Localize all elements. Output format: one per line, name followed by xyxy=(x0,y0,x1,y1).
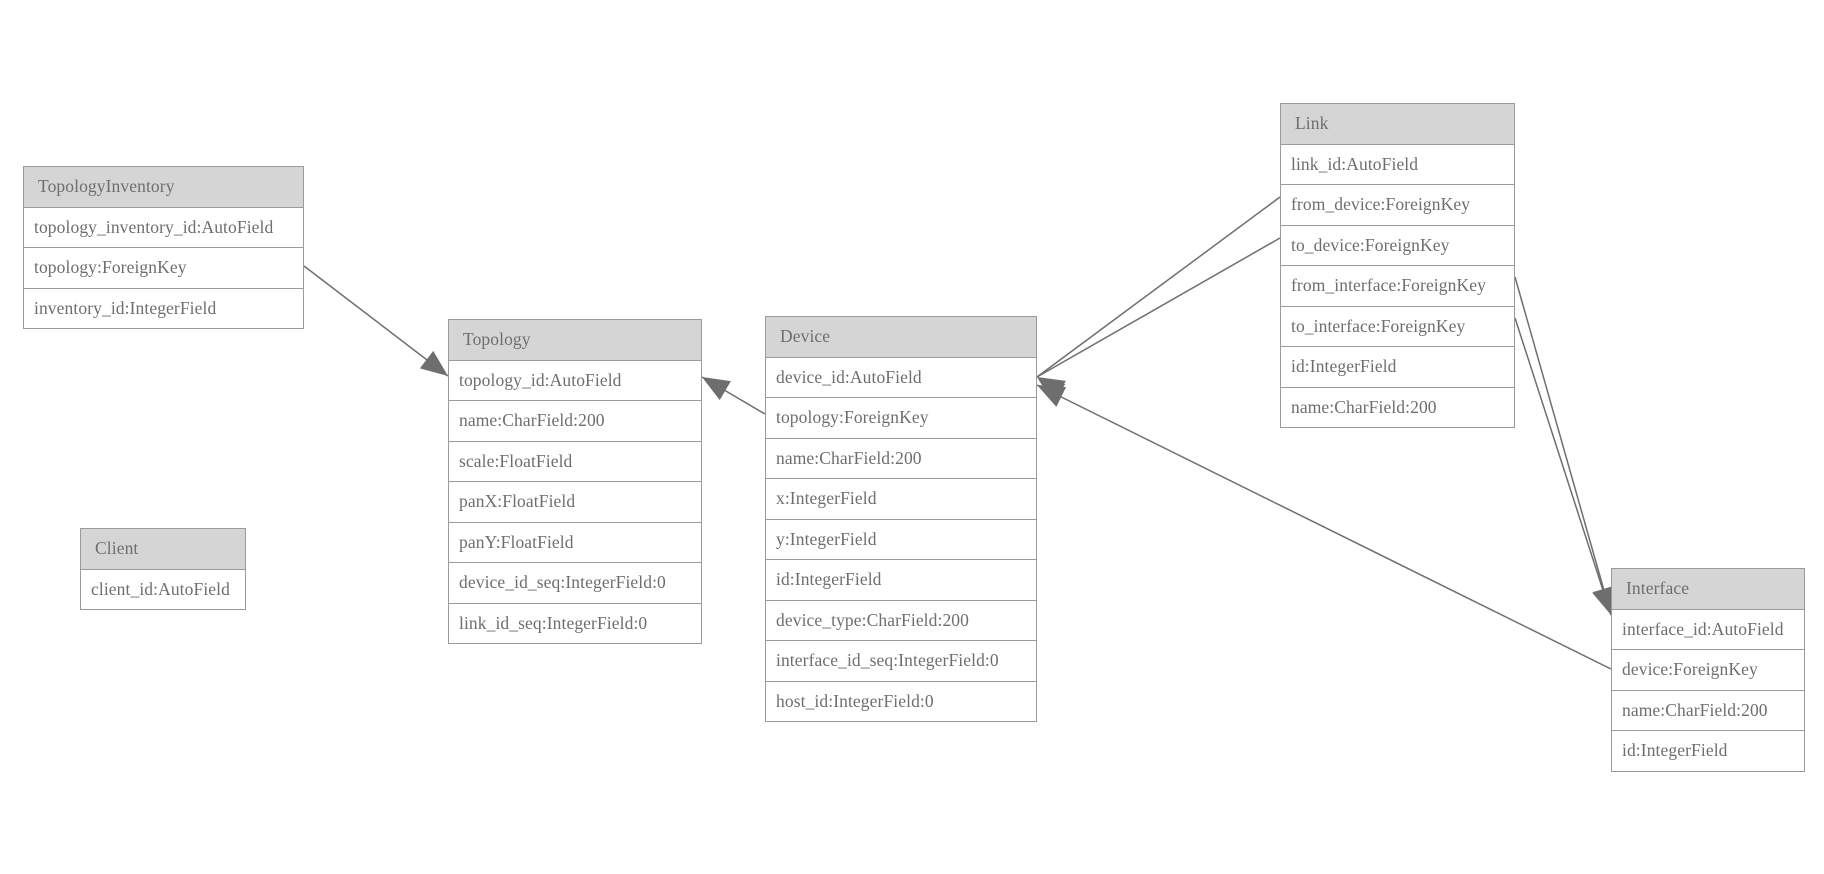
entity-field-row[interactable]: name:CharField:200 xyxy=(1281,387,1514,427)
relationship-topologyinventory-topology[interactable] xyxy=(303,265,455,385)
entity-field-row[interactable]: device_type:CharField:200 xyxy=(766,600,1036,641)
relationship-line xyxy=(1514,317,1612,616)
relationship-link-tointerface-interface[interactable] xyxy=(1514,317,1621,618)
entity-field-row[interactable]: from_interface:ForeignKey xyxy=(1281,266,1514,307)
relationship-device-topology[interactable] xyxy=(696,368,766,415)
entity-field-row[interactable]: topology_id:AutoField xyxy=(449,360,701,401)
entity-field-row[interactable]: device_id:AutoField xyxy=(766,357,1036,398)
relationship-line xyxy=(303,265,449,377)
entity-field-row[interactable]: panX:FloatField xyxy=(449,482,701,523)
entity-field-row[interactable]: client_id:AutoField xyxy=(81,569,245,609)
entity-field-row[interactable]: scale:FloatField xyxy=(449,441,701,482)
entity-field-row[interactable]: device:ForeignKey xyxy=(1612,650,1804,691)
entity-field-row[interactable]: to_interface:ForeignKey xyxy=(1281,306,1514,347)
entity-field-row[interactable]: interface_id:AutoField xyxy=(1612,609,1804,650)
entity-field-row[interactable]: link_id_seq:IntegerField:0 xyxy=(449,603,701,643)
entity-field-row[interactable]: id:IntegerField xyxy=(1281,347,1514,388)
entity-field-row[interactable]: link_id:AutoField xyxy=(1281,144,1514,185)
relationship-link-frominterface-interface[interactable] xyxy=(1514,276,1622,618)
entity-title-device: Device xyxy=(766,317,1036,358)
relationship-link-fromdevice-device[interactable] xyxy=(1030,196,1281,402)
relationship-arrowhead xyxy=(1037,385,1067,407)
relationship-line xyxy=(1514,276,1612,616)
entity-field-row[interactable]: inventory_id:IntegerField xyxy=(24,288,303,328)
relationship-line xyxy=(1036,237,1281,378)
entity-field-row[interactable]: id:IntegerField xyxy=(766,560,1036,601)
entity-field-row[interactable]: name:CharField:200 xyxy=(766,438,1036,479)
entity-field-row[interactable]: topology:ForeignKey xyxy=(766,398,1036,439)
entity-field-row[interactable]: from_device:ForeignKey xyxy=(1281,185,1514,226)
entity-field-row[interactable]: topology:ForeignKey xyxy=(24,248,303,289)
entity-field-row[interactable]: x:IntegerField xyxy=(766,479,1036,520)
entity-field-row[interactable]: interface_id_seq:IntegerField:0 xyxy=(766,641,1036,682)
entity-field-row[interactable]: y:IntegerField xyxy=(766,519,1036,560)
entity-title-interface: Interface xyxy=(1612,569,1804,610)
entity-field-row[interactable]: id:IntegerField xyxy=(1612,731,1804,771)
entity-field-row[interactable]: to_device:ForeignKey xyxy=(1281,225,1514,266)
entity-field-row[interactable]: panY:FloatField xyxy=(449,522,701,563)
entity-title-topology: Topology xyxy=(449,320,701,361)
relationship-line xyxy=(701,376,766,415)
entity-field-row[interactable]: name:CharField:200 xyxy=(1612,690,1804,731)
entity-title-link: Link xyxy=(1281,104,1514,145)
entity-field-row[interactable]: topology_inventory_id:AutoField xyxy=(24,207,303,248)
relationship-link-todevice-device[interactable] xyxy=(1032,237,1281,400)
entity-field-row[interactable]: name:CharField:200 xyxy=(449,401,701,442)
entity-title-client: Client xyxy=(81,529,245,570)
relationship-line xyxy=(1036,196,1281,378)
entity-field-row[interactable]: device_id_seq:IntegerField:0 xyxy=(449,563,701,604)
entity-field-row[interactable]: host_id:IntegerField:0 xyxy=(766,681,1036,721)
entity-title-topology_inventory: TopologyInventory xyxy=(24,167,303,208)
